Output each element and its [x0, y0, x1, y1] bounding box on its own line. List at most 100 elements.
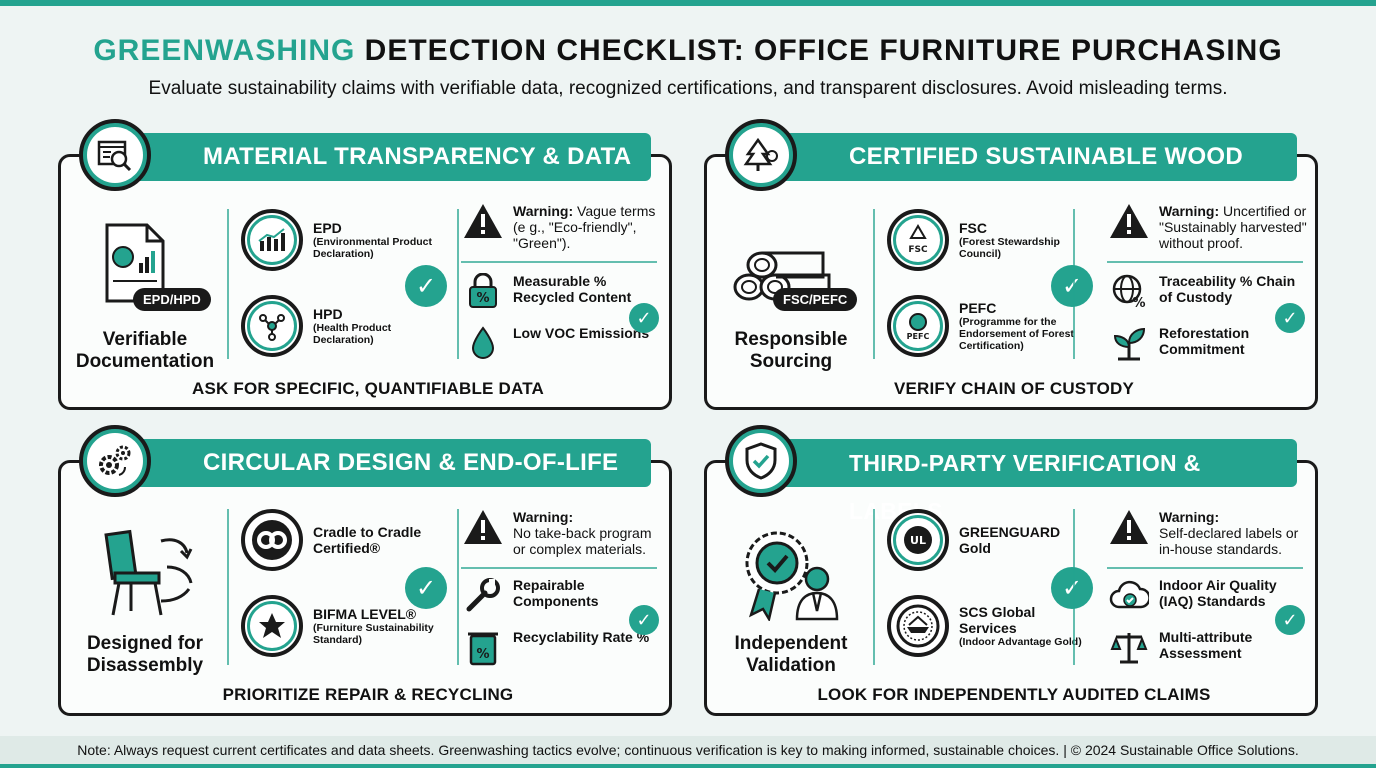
divider — [227, 509, 229, 665]
check-text: Indoor Air Quality (IAQ) Standards — [1159, 577, 1277, 609]
check-icon: ✓ — [1051, 265, 1093, 307]
logo-text: UL — [910, 534, 926, 547]
cert-detail: (Environmental Product Declaration) — [313, 236, 433, 260]
warning-text: Self-declared labels or in-house standar… — [1159, 525, 1299, 557]
check-item: Repairable Components — [461, 577, 663, 613]
card-footer: ASK FOR SPECIFIC, QUANTIFIABLE DATA — [191, 379, 545, 398]
check-text: Recyclability Rate % — [513, 629, 650, 645]
card-certified-wood: CERTIFIED SUSTAINABLE WOOD FSC/PEFC Resp… — [704, 119, 1318, 410]
cert-name: FSC — [959, 220, 987, 236]
left-column: FSC/PEFC Responsible Sourcing — [707, 217, 875, 372]
recycle-bin-icon: % — [461, 629, 505, 666]
divider — [1107, 261, 1303, 263]
card-title: CIRCULAR DESIGN & END-OF-LIFE — [123, 439, 651, 487]
divider — [1073, 209, 1075, 359]
check-item: Indoor Air Quality (IAQ) Standards — [1107, 577, 1309, 613]
cert-name: PEFC — [959, 300, 997, 316]
warning-item: Warning:Self-declared labels or in-house… — [1107, 509, 1309, 557]
page-title: GREENWASHING DETECTION CHECKLIST: OFFICE… — [0, 34, 1376, 68]
pefc-logo-icon: PEFC — [887, 295, 949, 357]
droplet-icon — [461, 325, 505, 361]
divider — [873, 209, 875, 359]
cert-detail: (Health Product Declaration) — [313, 322, 392, 346]
svg-text:%: % — [476, 291, 489, 306]
card-footer: PRIORITIZE REPAIR & RECYCLING — [222, 685, 514, 704]
check-text: Low VOC Emissions — [513, 325, 650, 341]
card-circular-design: CIRCULAR DESIGN & END-OF-LIFE Designed f… — [58, 425, 672, 716]
warning-item: Warning: Uncertified or "Sustainably har… — [1107, 203, 1309, 251]
card-title: CERTIFIED SUSTAINABLE WOOD — [769, 133, 1297, 181]
warning-item: Warning:No take-back program or complex … — [461, 509, 663, 557]
check-text: Traceability % Chain of Custody — [1159, 273, 1296, 305]
check-item: Low VOC Emissions — [461, 325, 663, 361]
warning-label: Warning: — [513, 509, 574, 525]
logo-text: PEFC — [907, 332, 930, 341]
cert-cradle-to-cradle: Cradle to Cradle Certified® — [241, 509, 443, 571]
check-icon: ✓ — [629, 605, 659, 635]
divider — [1107, 567, 1303, 569]
cert-name: GREENGUARD Gold — [959, 524, 1061, 556]
globe-percent-icon: % — [1107, 273, 1151, 309]
document-search-icon — [79, 119, 151, 191]
warning-icon — [461, 203, 505, 239]
divider — [227, 209, 229, 359]
cert-fsc: FSC FSC(Forest Stewardship Council) — [887, 209, 1089, 271]
warning-text: Uncertified or "Sustainably harvested" w… — [1159, 203, 1307, 251]
shield-check-icon — [725, 425, 797, 497]
left-label: Designed for Disassembly — [86, 633, 204, 676]
top-accent-bar — [0, 0, 1376, 6]
cert-scs: SCS Global Services(Indoor Advantage Gol… — [887, 595, 1089, 657]
warning-text: Vague terms (e g., "Eco-friendly", "Gree… — [513, 203, 656, 251]
check-item: Reforestation Commitment — [1107, 325, 1309, 361]
cert-detail: (Forest Stewardship Council) — [959, 236, 1060, 260]
cloud-check-icon — [1107, 577, 1151, 613]
card-title: MATERIAL TRANSPARENCY & DATA — [123, 133, 651, 181]
check-item: % Measurable % Recycled Content — [461, 273, 663, 309]
cert-bifma: BIFMA LEVEL®(Furniture Sustainability St… — [241, 595, 443, 657]
award-person-icon — [745, 531, 839, 621]
cert-name: HPD — [313, 306, 343, 322]
check-text: Measurable % Recycled Content — [513, 273, 632, 305]
gears-icon — [79, 425, 151, 497]
svg-text:%: % — [1132, 296, 1145, 309]
check-icon: ✓ — [629, 303, 659, 333]
tree-gear-icon — [725, 119, 797, 191]
left-label: Independent Validation — [734, 633, 848, 676]
check-icon: ✓ — [1051, 567, 1093, 609]
page-subtitle: Evaluate sustainability claims with veri… — [148, 78, 1228, 99]
left-label: Responsible Sourcing — [734, 329, 848, 372]
divider — [873, 509, 875, 665]
cert-pefc: PEFC PEFC(Programme for the Endorsement … — [887, 295, 1089, 357]
card-footer: LOOK FOR INDEPENDENTLY AUDITED CLAIMS — [817, 685, 1211, 704]
cert-name: SCS Global Services — [959, 604, 1036, 636]
warning-icon — [1107, 509, 1151, 545]
cert-greenguard: UL GREENGUARD Gold — [887, 509, 1089, 571]
cert-detail: (Programme for the Endorsement of Forest… — [959, 316, 1074, 352]
check-text: Multi-attribute Assessment — [1159, 629, 1253, 661]
divider — [461, 261, 657, 263]
check-text: Repairable Components — [513, 577, 599, 609]
check-text: Reforestation Commitment — [1159, 325, 1250, 357]
check-item: % Recyclability Rate % — [461, 629, 663, 666]
lock-percent-icon: % — [461, 273, 505, 309]
warning-text: No take-back program or complex material… — [513, 525, 652, 557]
fsc-logo-icon: FSC — [887, 209, 949, 271]
divider — [1073, 509, 1075, 665]
logo-text: FSC — [908, 245, 928, 255]
bar-chart-icon — [241, 209, 303, 271]
balance-scale-icon — [1107, 629, 1151, 665]
ul-logo-icon: UL — [887, 509, 949, 571]
warning-icon — [1107, 203, 1151, 239]
star-icon — [241, 595, 303, 657]
check-item: % Traceability % Chain of Custody — [1107, 273, 1309, 309]
cert-hpd: HPD(Health Product Declaration) — [241, 295, 443, 357]
title-rest: DETECTION CHECKLIST: OFFICE FURNITURE PU… — [355, 34, 1283, 67]
divider — [461, 567, 657, 569]
cert-name: EPD — [313, 220, 342, 236]
left-column: Independent Validation — [707, 523, 875, 676]
check-item: Multi-attribute Assessment — [1107, 629, 1309, 665]
divider — [457, 509, 459, 665]
warning-label: Warning: — [1159, 509, 1220, 525]
pill-badge: EPD/HPD — [133, 288, 211, 311]
cert-detail: (Indoor Advantage Gold) — [959, 636, 1082, 648]
